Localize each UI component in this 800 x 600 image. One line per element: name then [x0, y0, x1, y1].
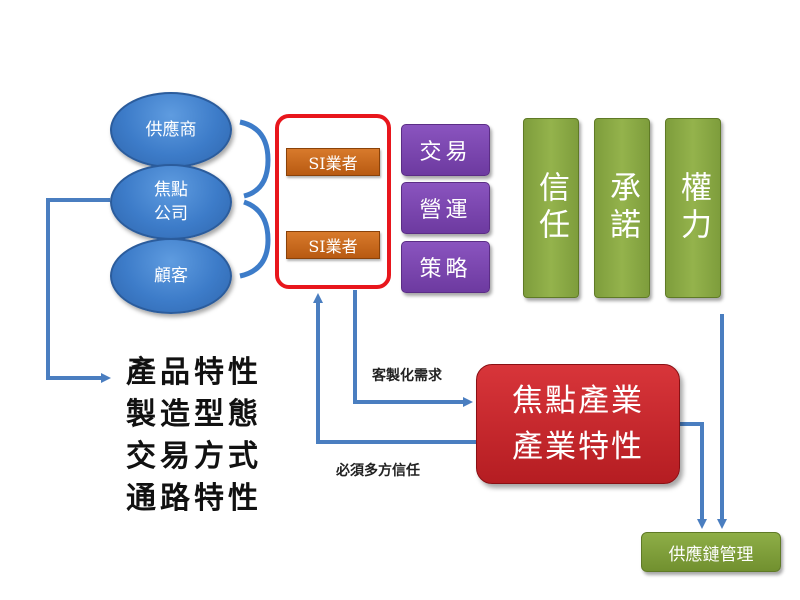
factor-trust-box: 信任: [523, 118, 579, 298]
custom-demand-label: 客製化需求: [372, 368, 442, 384]
factor-power-box: 權力: [665, 118, 721, 298]
characteristic-item: 產品特性: [126, 355, 262, 390]
focal-company-label-line1: 焦點: [154, 180, 188, 200]
focal-industry-box: 焦點產業 產業特性: [476, 364, 680, 484]
mutual-trust-label: 必須多方信任: [336, 463, 420, 479]
focal-industry-line1: 焦點產業: [512, 383, 644, 419]
activity-strategy-box: 策略: [401, 241, 490, 293]
arrow-focal-to-characteristics: [46, 198, 111, 383]
si-vendor-group: [275, 114, 391, 289]
customer-node: 顧客: [110, 238, 232, 314]
brace-lower: [239, 199, 271, 279]
supply-chain-management-box: 供應鏈管理: [641, 532, 781, 572]
characteristic-item: 通路特性: [126, 481, 262, 516]
arrow-industry-to-supply: [680, 422, 707, 529]
factor-trust-label: 信任: [533, 171, 569, 245]
factor-power-label: 權力: [675, 171, 711, 245]
characteristic-item: 交易方式: [126, 439, 262, 474]
activity-trade-box: 交易: [401, 124, 490, 176]
customer-label: 顧客: [154, 266, 188, 286]
focal-company-label-line2: 公司: [154, 204, 188, 224]
characteristics-list: 產品特性 製造型態 交易方式 通路特性: [126, 352, 262, 520]
supplier-label: 供應商: [145, 120, 197, 140]
supplier-node: 供應商: [110, 92, 232, 168]
factor-commitment-label: 承諾: [604, 171, 640, 245]
arrow-mutual-trust: [313, 293, 476, 444]
brace-upper: [239, 119, 271, 199]
arrow-custom-demand: [353, 290, 473, 407]
focal-industry-line2: 產業特性: [512, 429, 644, 465]
activity-operation-box: 營運: [401, 182, 490, 234]
factor-commitment-box: 承諾: [594, 118, 650, 298]
focal-company-node: 焦點 公司: [110, 164, 232, 240]
si-vendor-box: SI業者: [286, 231, 380, 259]
si-vendor-box: SI業者: [286, 148, 380, 176]
characteristic-item: 製造型態: [126, 397, 262, 432]
